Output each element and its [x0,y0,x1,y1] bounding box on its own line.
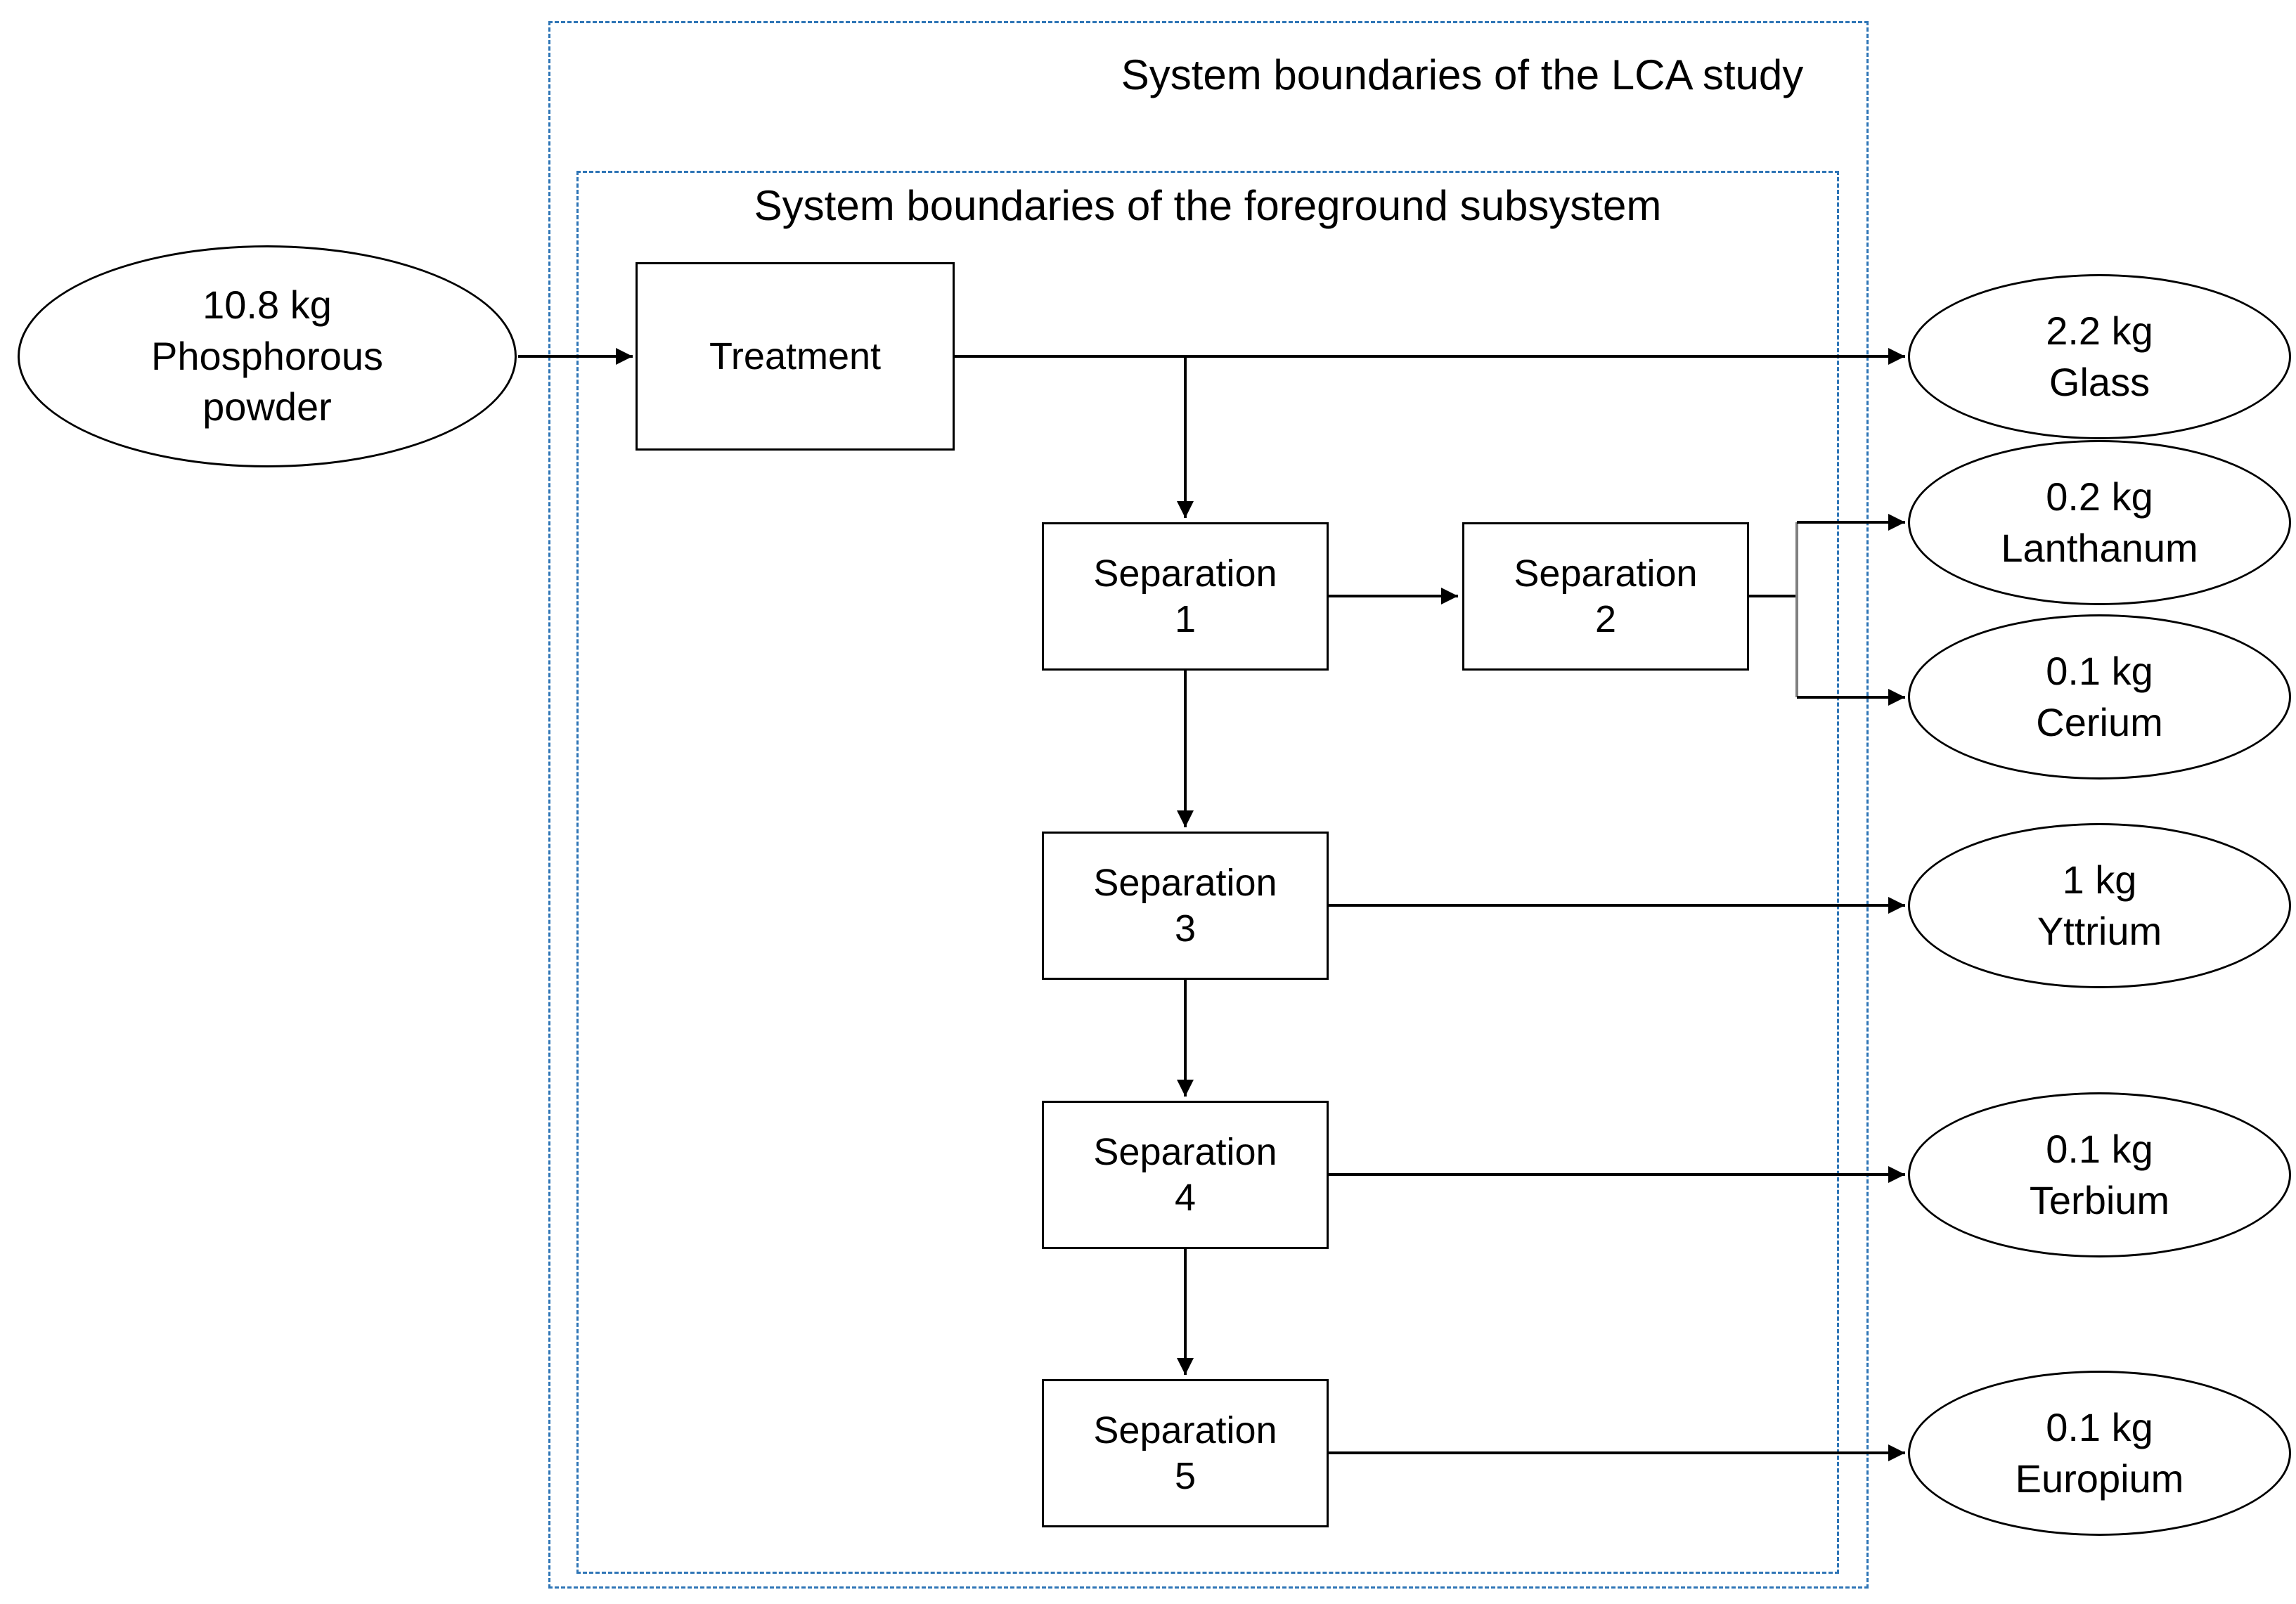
process-separation-4-number: 4 [1174,1176,1197,1219]
outer-system-boundary [548,21,1869,1589]
process-separation-1-label: Separation [1093,552,1277,595]
inner-boundary-label: System boundaries of the foreground subs… [754,182,1662,229]
process-treatment: Treatment [636,262,955,451]
input-material-line1: Phosphorous [150,333,383,378]
output-ellipse-lanthanum: 0.2 kg Lanthanum [1908,440,2291,605]
process-separation-3-label: Separation [1093,861,1277,904]
process-separation-3-number: 3 [1174,907,1197,950]
process-separation-5-label: Separation [1093,1409,1277,1451]
process-separation-1: Separation 1 [1042,522,1329,671]
outer-boundary-label: System boundaries of the LCA study [1121,51,1804,98]
output-cerium-material: Cerium [2036,699,2163,744]
output-lanthanum-amount: 0.2 kg [2046,474,2153,519]
output-europium-amount: 0.1 kg [2046,1404,2153,1449]
process-separation-4: Separation 4 [1042,1101,1329,1249]
output-ellipse-glass: 2.2 kg Glass [1908,274,2291,439]
input-amount: 10.8 kg [202,282,332,327]
process-separation-1-number: 1 [1174,597,1197,640]
output-ellipse-cerium: 0.1 kg Cerium [1908,614,2291,780]
output-ellipse-yttrium: 1 kg Yttrium [1908,823,2291,988]
process-separation-2-number: 2 [1594,597,1617,640]
output-lanthanum-material: Lanthanum [2001,525,2198,570]
process-treatment-label: Treatment [709,335,882,377]
output-terbium-amount: 0.1 kg [2046,1126,2153,1171]
output-ellipse-terbium: 0.1 kg Terbium [1908,1092,2291,1257]
input-material-line2: powder [202,384,332,429]
output-yttrium-amount: 1 kg [2062,857,2137,902]
output-terbium-material: Terbium [2029,1177,2170,1222]
process-separation-2: Separation 2 [1462,522,1749,671]
process-separation-4-label: Separation [1093,1130,1277,1173]
output-cerium-amount: 0.1 kg [2046,648,2153,693]
process-separation-5: Separation 5 [1042,1379,1329,1527]
process-separation-3: Separation 3 [1042,832,1329,980]
process-separation-5-number: 5 [1174,1454,1197,1497]
output-ellipse-europium: 0.1 kg Europium [1908,1371,2291,1536]
process-separation-2-label: Separation [1514,552,1698,595]
output-yttrium-material: Yttrium [2037,908,2162,953]
output-glass-amount: 2.2 kg [2046,308,2153,353]
inner-system-boundary [576,171,1839,1574]
output-europium-material: Europium [2015,1456,2184,1501]
output-glass-material: Glass [2049,359,2150,404]
input-ellipse-phosphorous-powder: 10.8 kg Phosphorous powder [18,245,517,467]
